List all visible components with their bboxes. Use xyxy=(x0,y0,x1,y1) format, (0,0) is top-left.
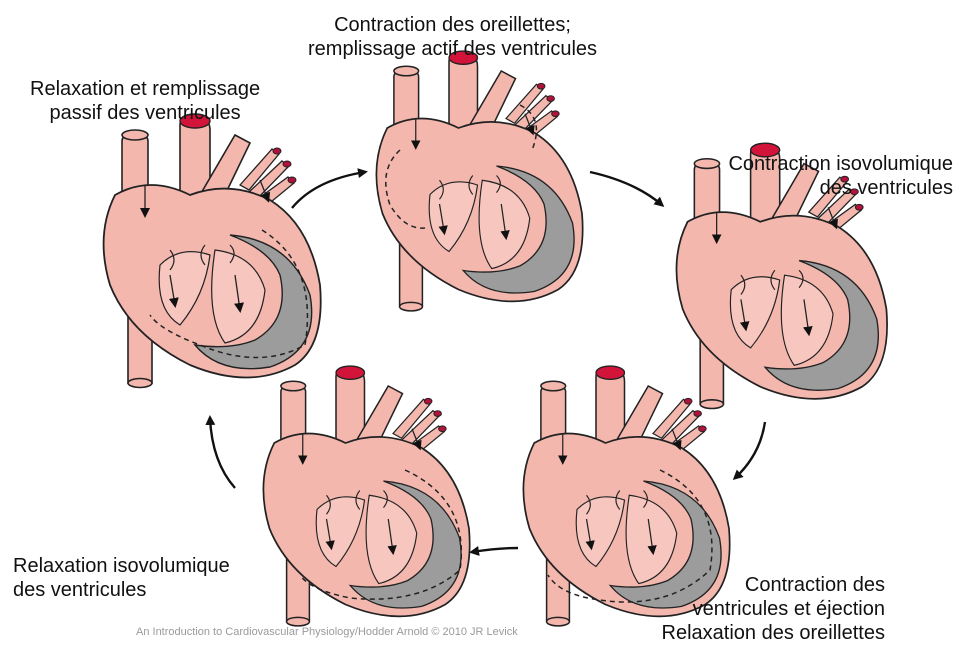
label-ventricular-ejection-line-2: ventricules et éjection xyxy=(662,597,885,621)
label-passive-filling-line-1: Relaxation et remplissage xyxy=(30,77,260,101)
label-atrial-contraction: Contraction des oreillettes; remplissage… xyxy=(308,13,597,61)
label-atrial-contraction-line-2: remplissage actif des ventricules xyxy=(308,37,597,61)
label-isovolumetric-contraction-line-1: Contraction isovolumique xyxy=(728,152,953,176)
label-ventricular-ejection-line-3: Relaxation des oreillettes xyxy=(662,621,885,645)
label-isovolumetric-relaxation: Relaxation isovolumique des ventricules xyxy=(13,554,230,602)
heart-passive-filling xyxy=(104,114,321,388)
label-isovolumetric-contraction: Contraction isovolumique des ventricules xyxy=(728,152,953,200)
label-passive-filling-line-2: passif des ventricules xyxy=(30,101,260,125)
cycle-arrow-5-to-1 xyxy=(210,418,235,488)
label-isovolumetric-relaxation-line-2: des ventricules xyxy=(13,578,230,602)
label-isovolumetric-relaxation-line-1: Relaxation isovolumique xyxy=(13,554,230,578)
label-ventricular-ejection-line-1: Contraction des xyxy=(662,573,885,597)
source-credit: An Introduction to Cardiovascular Physio… xyxy=(136,626,518,638)
label-passive-filling: Relaxation et remplissage passif des ven… xyxy=(30,77,260,125)
label-ventricular-ejection: Contraction des ventricules et éjection … xyxy=(662,573,885,645)
cycle-arrow-2-to-3 xyxy=(590,172,662,205)
cycle-arrow-1-to-2 xyxy=(292,172,365,208)
cycle-arrow-4-to-5 xyxy=(472,548,518,552)
label-atrial-contraction-line-1: Contraction des oreillettes; xyxy=(308,13,597,37)
label-isovolumetric-contraction-line-2: des ventricules xyxy=(728,176,953,200)
heart-isovolumetric-relaxation xyxy=(263,366,469,626)
cycle-arrow-3-to-4 xyxy=(735,422,765,478)
heart-atrial-contraction xyxy=(376,51,582,311)
